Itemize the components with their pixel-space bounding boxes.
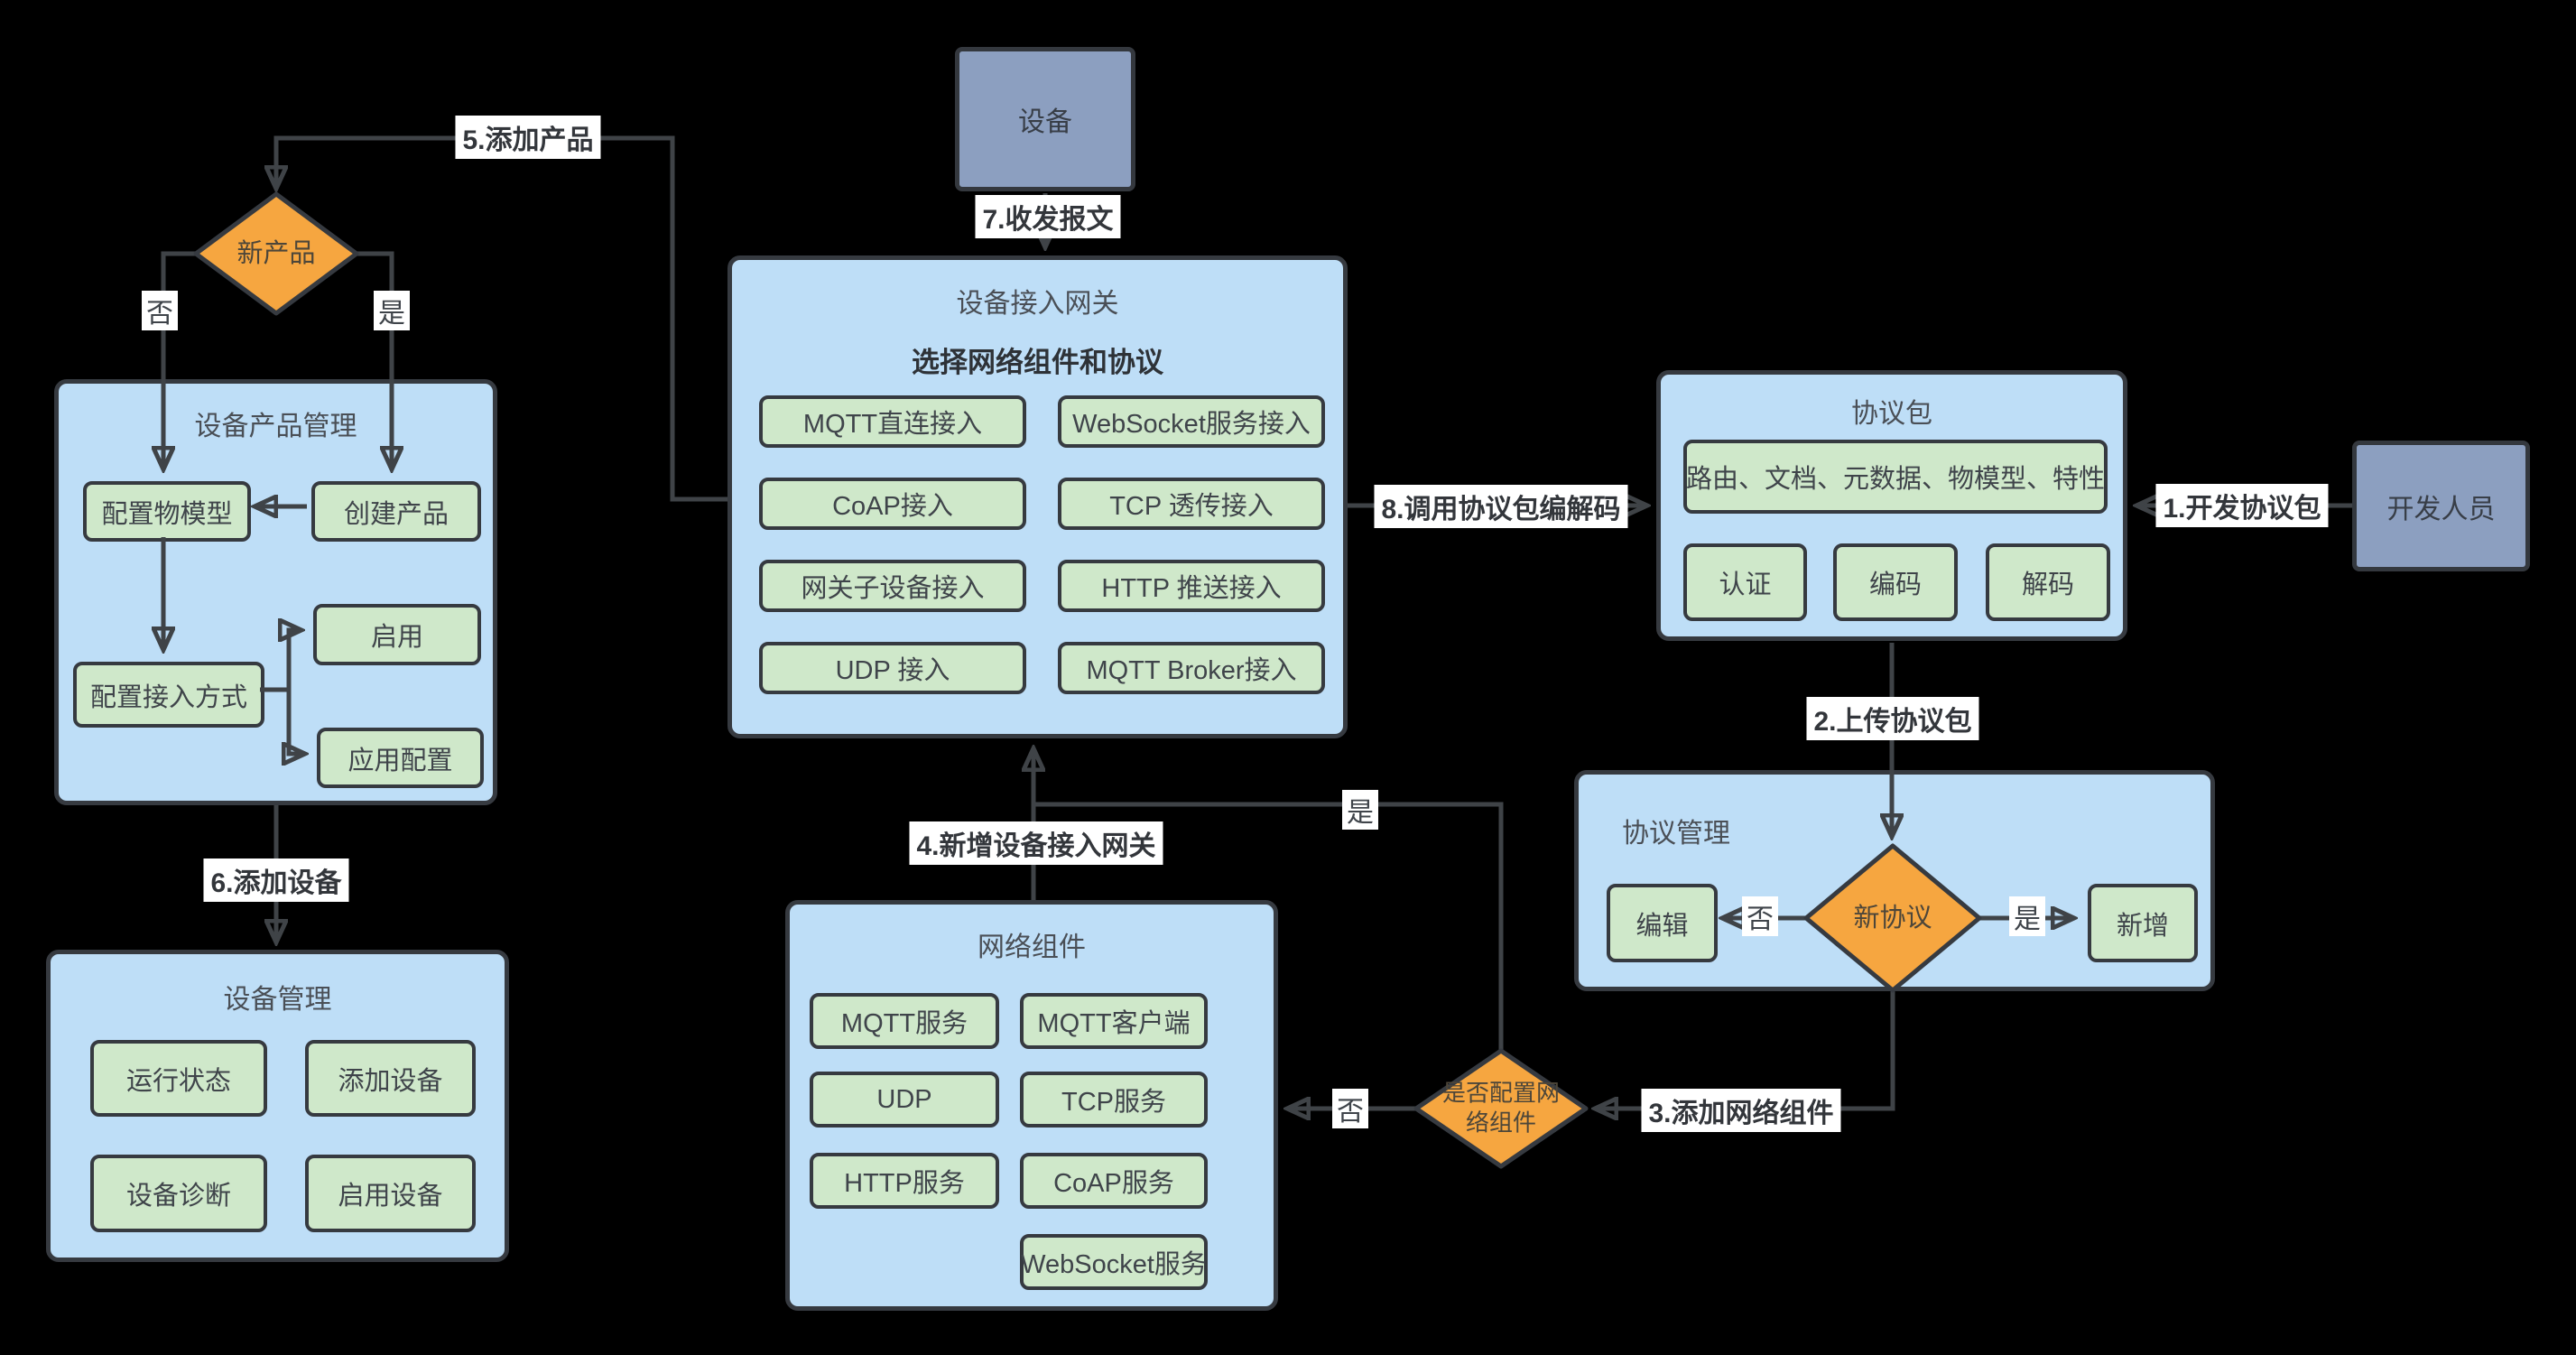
connector-gateway-to-new-product <box>276 135 727 502</box>
node-pkg-decode: 解码 <box>1986 543 2110 621</box>
product-mgmt-title: 设备产品管理 <box>194 412 357 441</box>
gateway-option-tcp: TCP 透传接入 <box>1058 478 1325 530</box>
gateway-subtitle: 选择网络组件和协议 <box>912 347 1163 378</box>
device-mgmt-container: 设备管理 运行状态 添加设备 设备诊断 启用设备 <box>46 950 509 1262</box>
decision-config-network-line2: 络组件 <box>1465 1109 1537 1136</box>
node-create-product: 创建产品 <box>311 481 481 542</box>
edge-label-5-add-product: 5.添加产品 <box>455 116 601 159</box>
decision-config-network-shape <box>1413 1048 1589 1169</box>
protocol-mgmt-title: 协议管理 <box>1622 819 1730 849</box>
decision-new-product-label: 新产品 <box>236 238 316 268</box>
device-actor-label: 设备 <box>1018 107 1072 137</box>
connector-access-to-app-config <box>289 690 303 754</box>
node-nc-tcp: TCP服务 <box>1020 1072 1208 1128</box>
edge-label-6-add-device: 6.添加设备 <box>203 858 349 902</box>
connector-new-product-no <box>163 251 196 468</box>
node-proto-add: 新增 <box>2088 884 2198 962</box>
edge-label-2-upload-pkg: 2.上传协议包 <box>1806 697 1979 740</box>
network-comp-title: 网络组件 <box>978 933 1086 962</box>
protocol-pkg-container: 协议包 路由、文档、元数据、物模型、特性 认证 编码 解码 <box>1656 370 2127 641</box>
edge-label-4-new-gateway: 4.新增设备接入网关 <box>909 821 1163 865</box>
network-comp-container: 网络组件 MQTT服务 MQTT客户端 UDP TCP服务 HTTP服务 CoA… <box>785 900 1278 1311</box>
node-nc-coap: CoAP服务 <box>1020 1153 1208 1209</box>
node-proto-edit: 编辑 <box>1607 884 1718 962</box>
edge-label-8-codec: 8.调用协议包编解码 <box>1374 485 1628 528</box>
developer-actor-label: 开发人员 <box>2386 494 2496 524</box>
developer-actor: 开发人员 <box>2352 441 2530 571</box>
device-mgmt-title: 设备管理 <box>223 985 332 1015</box>
decision-config-network-label: 是否配置网 络组件 <box>1442 1079 1560 1137</box>
node-nc-websocket: WebSocket服务 <box>1020 1234 1208 1290</box>
node-device-diag: 设备诊断 <box>90 1155 267 1232</box>
connector-new-product-yes <box>357 251 392 468</box>
branch-new-protocol-no: 否 <box>1742 896 1778 936</box>
edge-label-1-develop-pkg: 1.开发协议包 <box>2155 484 2329 527</box>
gateway-option-udp: UDP 接入 <box>759 642 1026 694</box>
device-actor: 设备 <box>955 47 1135 191</box>
decision-new-protocol-label: 新协议 <box>1853 903 1932 933</box>
product-mgmt-container: 设备产品管理 配置物模型 创建产品 启用 配置接入方式 应用配置 <box>54 379 497 805</box>
node-nc-udp: UDP <box>810 1072 999 1128</box>
gateway-option-sub-device: 网关子设备接入 <box>759 560 1026 612</box>
branch-config-net-no: 否 <box>1332 1089 1368 1128</box>
branch-new-product-no: 否 <box>142 291 178 330</box>
node-app-config: 应用配置 <box>317 728 484 788</box>
node-config-model: 配置物模型 <box>83 481 251 542</box>
edge-label-3-add-network: 3.添加网络组件 <box>1641 1089 1841 1132</box>
connector-access-to-enable <box>260 630 300 692</box>
node-enable: 启用 <box>313 604 481 665</box>
decision-new-product-shape <box>193 191 359 316</box>
gateway-option-http-push: HTTP 推送接入 <box>1058 560 1325 612</box>
gateway-option-websocket: WebSocket服务接入 <box>1058 395 1325 448</box>
gateway-option-coap: CoAP接入 <box>759 478 1026 530</box>
node-config-access: 配置接入方式 <box>73 662 264 728</box>
gateway-option-mqtt-broker: MQTT Broker接入 <box>1058 642 1325 694</box>
node-pkg-features: 路由、文档、元数据、物模型、特性 <box>1683 440 2108 514</box>
gateway-option-mqtt-direct: MQTT直连接入 <box>759 395 1026 448</box>
gateway-title: 设备接入网关 <box>956 289 1119 319</box>
node-nc-mqtt-client: MQTT客户端 <box>1020 993 1208 1049</box>
node-pkg-encode: 编码 <box>1833 543 1958 621</box>
gateway-container: 设备接入网关 选择网络组件和协议 MQTT直连接入 WebSocket服务接入 … <box>727 255 1348 738</box>
node-nc-http: HTTP服务 <box>810 1153 999 1209</box>
branch-new-product-yes: 是 <box>374 291 410 330</box>
branch-new-protocol-yes: 是 <box>2009 896 2045 936</box>
protocol-pkg-title: 协议包 <box>1851 399 1932 429</box>
node-enable-device: 启用设备 <box>305 1155 476 1232</box>
decision-new-protocol-shape <box>1803 843 1982 993</box>
decision-config-network-line1: 是否配置网 <box>1441 1079 1561 1107</box>
node-pkg-auth: 认证 <box>1683 543 1807 621</box>
node-nc-mqtt-service: MQTT服务 <box>810 993 999 1049</box>
branch-config-net-yes: 是 <box>1342 790 1378 830</box>
edge-label-7-send-receive: 7.收发报文 <box>975 195 1121 238</box>
node-add-device: 添加设备 <box>305 1040 476 1117</box>
node-run-status: 运行状态 <box>90 1040 267 1117</box>
connector-config-net-yes <box>1033 802 1504 1051</box>
